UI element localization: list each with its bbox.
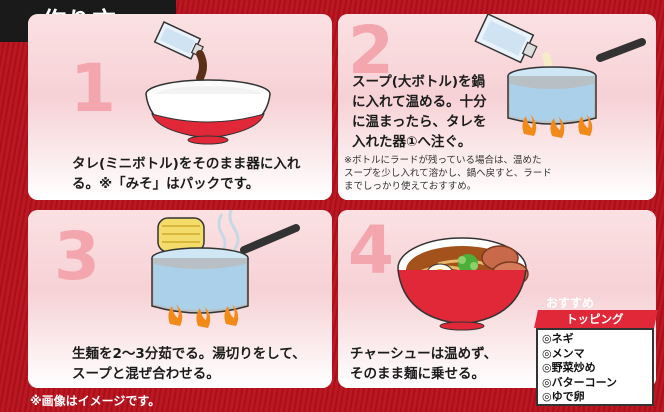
image-disclaimer: ※画像はイメージです。: [30, 394, 161, 408]
ramen-bowl-illustration: [397, 237, 529, 331]
step-note-2: ※ボトルにラードが残っている場合は、温めた スープを少し入れて溶かし、鍋へ戻すと…: [344, 155, 552, 192]
step-text-1: タレ(ミニボトル)をそのまま器に入れ る。※「みそ」はパックです。: [72, 156, 301, 192]
step-text-3: 生麺を2〜3分茹でる。湯切りをして、 スープと混ぜ合わせる。: [72, 346, 306, 382]
topping-item: ◎野菜炒め: [542, 361, 596, 374]
step-text-4: チャーシューは温めず、 そのまま麺に乗せる。: [350, 346, 498, 382]
bowl-pour-illustration: [145, 21, 271, 145]
step-panel-2: 2 スープ(大ボトル)を鍋 に入れて温める。十分 に温まったら、タレを 入れた器…: [338, 14, 656, 200]
topping-item: ◎バターコーン: [542, 375, 618, 389]
topping-item: ◎ゆで卵: [542, 390, 585, 403]
topping-recommendation: おすすめ トッピング ◎ネギ ◎メンマ ◎野菜炒め ◎バターコーン ◎ゆで卵: [520, 294, 660, 406]
pot-pour-illustration: [474, 14, 646, 138]
noodle-boil-illustration: [151, 210, 300, 328]
step-number-2: 2: [348, 14, 394, 89]
topping-badge-label: トッピング: [566, 312, 624, 326]
topping-item: ◎メンマ: [542, 346, 585, 360]
topping-heading: おすすめ: [546, 296, 595, 310]
step-number-4: 4: [348, 212, 394, 289]
step-panel-1: 1 タレ(ミニボトル)をそのまま器に入れ る。※「みそ」はパックです。: [28, 14, 332, 200]
topping-item: ◎ネギ: [542, 332, 574, 345]
step-number-1: 1: [70, 50, 116, 127]
step-text-2: スープ(大ボトル)を鍋 に入れて温める。十分 に温まったら、タレを 入れた器①へ…: [352, 74, 487, 150]
topping-badge: トッピング: [534, 310, 658, 328]
step-panel-3: 3 生麺を2〜3分茹でる。湯切りをして、 スープと混ぜ合わせる。: [28, 210, 332, 388]
step-number-3: 3: [54, 218, 100, 295]
topping-list: ◎ネギ ◎メンマ ◎野菜炒め ◎バターコーン ◎ゆで卵: [536, 328, 654, 406]
